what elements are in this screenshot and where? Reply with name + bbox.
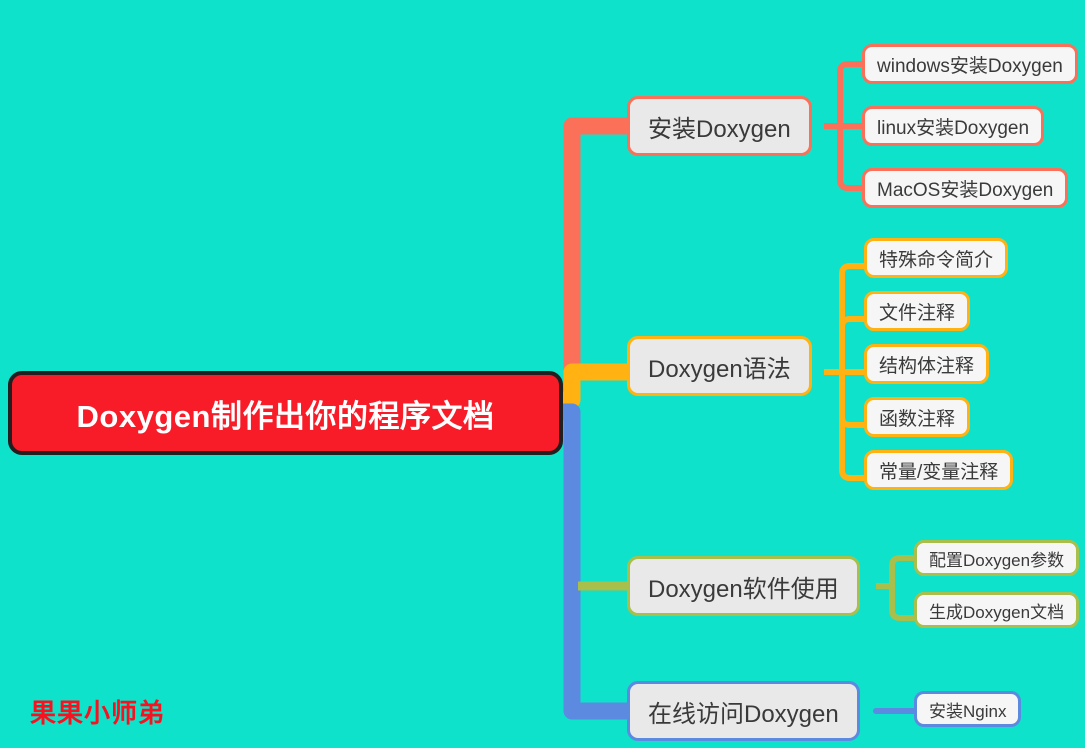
trunk-online [563, 403, 627, 720]
wire-syntax-child-4 [839, 369, 867, 481]
root-node[interactable]: Doxygen制作出你的程序文档 [8, 371, 563, 455]
wire-install-child-0 [837, 61, 865, 129]
leaf-node-syntax-variable-comment[interactable]: 常量/变量注释 [864, 450, 1014, 490]
wire-usage-child-1 [889, 583, 917, 621]
watermark-label: 果果小师弟 [30, 698, 166, 728]
wire-install-child-2 [837, 123, 865, 191]
branch-node-online[interactable]: 在线访问Doxygen [627, 681, 860, 741]
leaf-node-usage-generate-docs[interactable]: 生成Doxygen文档 [914, 592, 1080, 628]
trunk-install [563, 117, 627, 405]
leaf-node-usage-configure-params[interactable]: 配置Doxygen参数 [914, 540, 1080, 576]
leaf-node-syntax-function-comment[interactable]: 函数注释 [864, 397, 971, 437]
branch-node-install[interactable]: 安装Doxygen [627, 96, 812, 156]
leaf-node-syntax-file-comment[interactable]: 文件注释 [864, 291, 971, 331]
wire-syntax-child-1 [839, 316, 867, 375]
branch-node-usage[interactable]: Doxygen软件使用 [627, 556, 860, 616]
wire-usage-child-0 [889, 555, 917, 589]
leaf-node-online-install-nginx[interactable]: 安装Nginx [914, 691, 1022, 727]
leaf-node-syntax-special-commands[interactable]: 特殊命令简介 [864, 238, 1009, 278]
trunk-syntax [563, 363, 627, 409]
leaf-node-install-windows[interactable]: windows安装Doxygen [862, 44, 1078, 84]
leaf-node-syntax-struct-comment[interactable]: 结构体注释 [864, 344, 990, 384]
wire-syntax-child-3 [839, 369, 867, 428]
leaf-node-install-macos[interactable]: MacOS安装Doxygen [862, 168, 1069, 208]
branch-node-syntax[interactable]: Doxygen语法 [627, 336, 812, 396]
wire-syntax-child-0 [839, 263, 867, 375]
leaf-node-install-linux[interactable]: linux安装Doxygen [862, 106, 1045, 146]
